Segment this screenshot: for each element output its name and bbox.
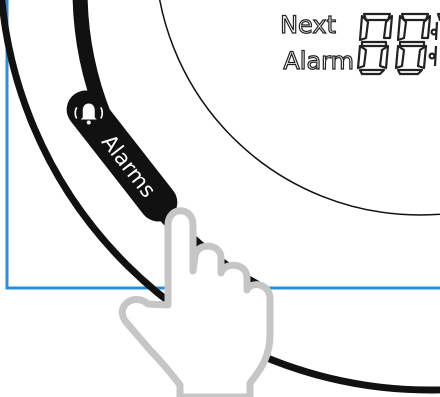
digit-3-partial [435, 14, 440, 66]
next-label: Next [280, 11, 336, 39]
pointing-hand-icon [122, 211, 270, 397]
digit-1 [358, 14, 392, 74]
next-alarm-time-digits [358, 14, 440, 74]
alarm-label: Alarm [283, 47, 354, 75]
screen-frame [7, 0, 440, 288]
digit-2 [396, 14, 430, 74]
